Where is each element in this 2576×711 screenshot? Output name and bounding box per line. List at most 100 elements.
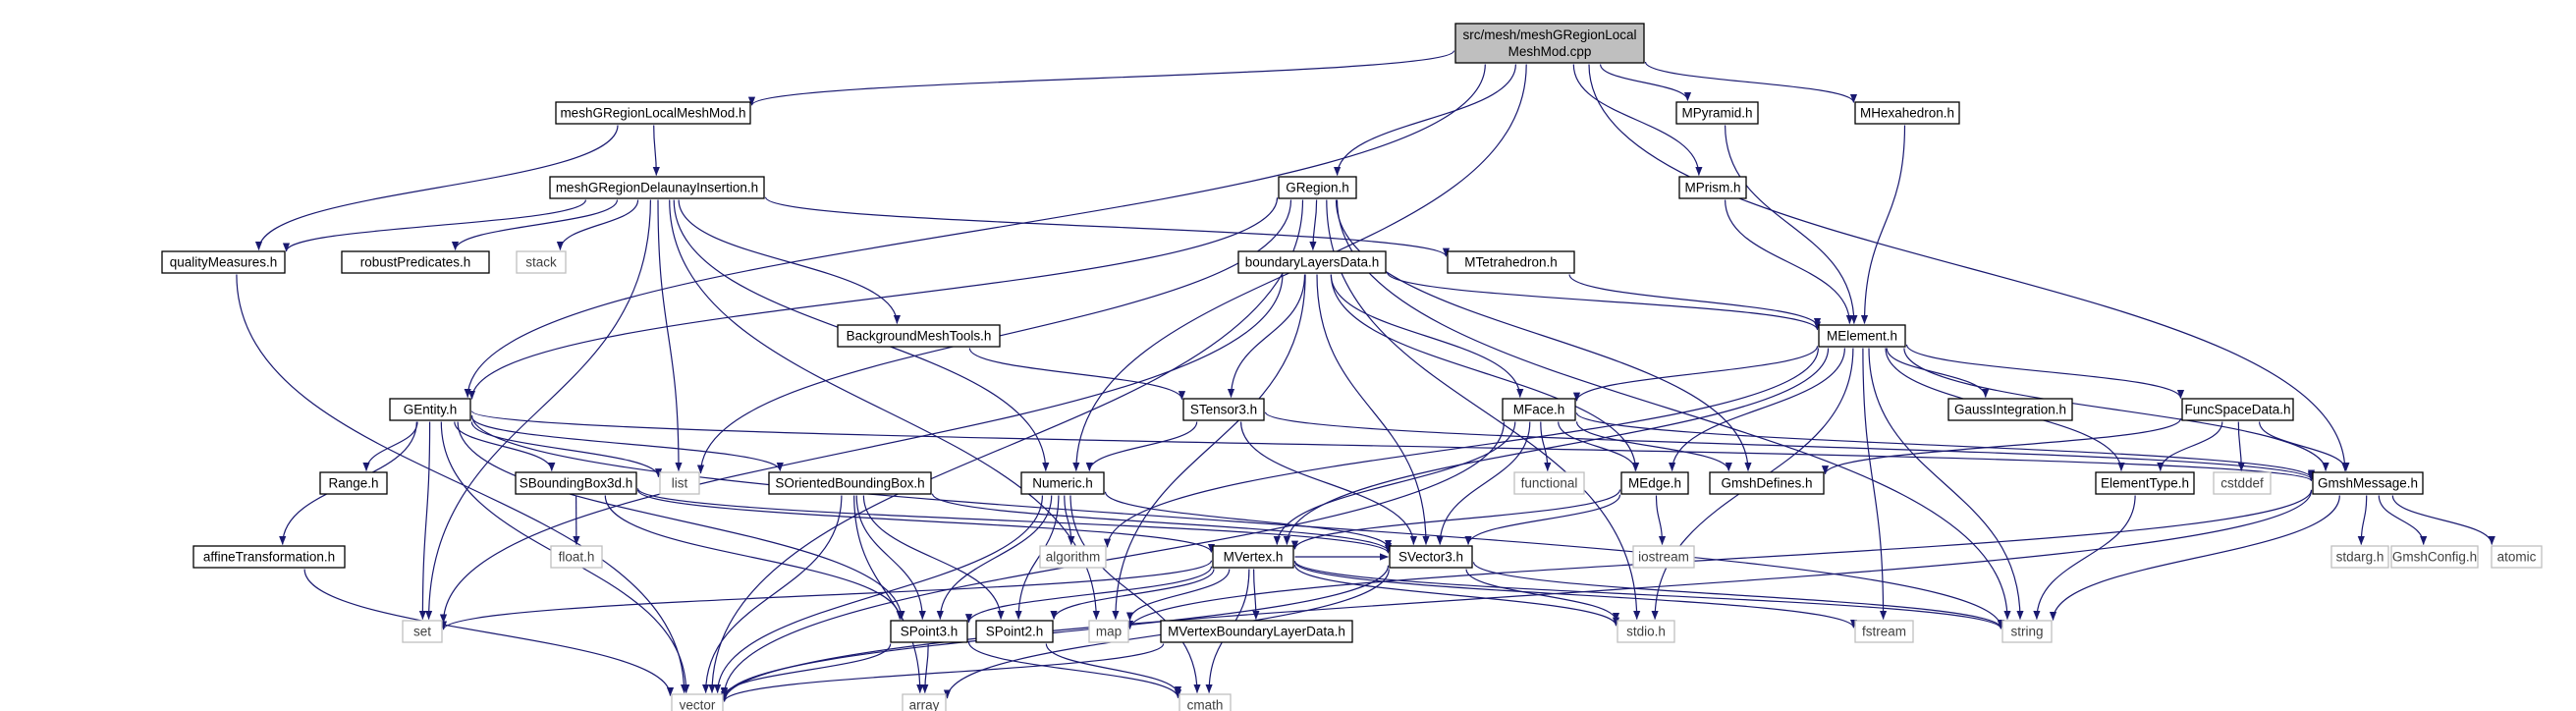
node-gmshdefines[interactable]: GmshDefines.h bbox=[1709, 471, 1825, 495]
node-gmshmessage[interactable]: GmshMessage.h bbox=[2312, 471, 2424, 495]
node-blayers[interactable]: boundaryLayersData.h bbox=[1237, 250, 1387, 274]
edge-mpyramid-to-melement bbox=[1725, 125, 1858, 324]
edge-mprism-to-melement bbox=[1725, 199, 1853, 324]
edge-gmshmessage-to-string bbox=[2049, 495, 2340, 621]
node-mprism[interactable]: MPrism.h bbox=[1678, 176, 1747, 199]
edge-delaunay-to-stack bbox=[556, 199, 639, 250]
node-array-box bbox=[902, 693, 947, 711]
node-mtet-box bbox=[1447, 250, 1575, 274]
node-stensor[interactable]: STensor3.h bbox=[1182, 398, 1265, 421]
node-iostream-label: iostream bbox=[1638, 550, 1689, 565]
node-gentity-label: GEntity.h bbox=[404, 403, 458, 417]
node-mvertex-box bbox=[1212, 545, 1294, 569]
node-sobb-box bbox=[768, 471, 932, 495]
node-sobb[interactable]: SOrientedBoundingBox.h bbox=[768, 471, 932, 495]
node-gauss[interactable]: GaussIntegration.h bbox=[1947, 398, 2073, 421]
edge-blayers-to-melement bbox=[1386, 271, 1821, 331]
node-elemtype[interactable]: ElementType.h bbox=[2095, 471, 2195, 495]
edge-blayers-to-stensor bbox=[1227, 274, 1306, 398]
node-elemtype-box bbox=[2095, 471, 2195, 495]
node-root-label: src/mesh/meshGRegionLocal bbox=[1462, 27, 1636, 42]
node-gmshdefines-box bbox=[1709, 471, 1825, 495]
node-list-label: list bbox=[672, 476, 688, 491]
node-delaunay[interactable]: meshGRegionDelaunayInsertion.h bbox=[549, 176, 765, 199]
edge-gregion-to-blayers bbox=[1309, 199, 1318, 250]
node-stdio-label: stdio.h bbox=[1626, 625, 1666, 639]
edge-melement-to-medge bbox=[1669, 348, 1845, 471]
edge-sbb-to-svector bbox=[636, 487, 1392, 554]
node-affine[interactable]: affineTransformation.h bbox=[192, 545, 346, 569]
node-vector-box bbox=[671, 693, 724, 711]
edge-mhexa-to-melement bbox=[1860, 125, 1906, 324]
node-localmeshmod[interactable]: meshGRegionLocalMeshMod.h bbox=[555, 101, 751, 125]
node-bgmesh[interactable]: BackgroundMeshTools.h bbox=[837, 324, 1001, 348]
edge-spoint3-to-vector bbox=[720, 643, 892, 697]
node-mvbl[interactable]: MVertexBoundaryLayerData.h bbox=[1160, 620, 1353, 643]
edge-mface-to-medge bbox=[1558, 421, 1639, 471]
node-mhexa[interactable]: MHexahedron.h bbox=[1854, 101, 1960, 125]
node-range-label: Range.h bbox=[328, 476, 378, 491]
edge-mvertex-to-spoint2 bbox=[1050, 569, 1215, 620]
node-delaunay-box bbox=[549, 176, 765, 199]
edge-gentity-to-set bbox=[418, 421, 431, 620]
node-mvertex[interactable]: MVertex.h bbox=[1212, 545, 1294, 569]
node-mtet[interactable]: MTetrahedron.h bbox=[1447, 250, 1575, 274]
edge-delaunay-to-bgmesh bbox=[678, 199, 901, 324]
node-mvertex-label: MVertex.h bbox=[1224, 550, 1284, 565]
edge-blayers-to-svector bbox=[1316, 274, 1430, 545]
node-funcspace[interactable]: FuncSpaceData.h bbox=[2181, 398, 2294, 421]
node-delaunay-label: meshGRegionDelaunayInsertion.h bbox=[556, 181, 758, 195]
edge-stensor-to-svector bbox=[1240, 421, 1417, 545]
node-svector[interactable]: SVector3.h bbox=[1389, 545, 1473, 569]
edge-mvertex-to-set bbox=[440, 560, 1213, 630]
edge-gregion-to-string bbox=[1336, 199, 2011, 620]
node-spoint3[interactable]: SPoint3.h bbox=[890, 620, 968, 643]
node-spoint2[interactable]: SPoint2.h bbox=[975, 620, 1054, 643]
node-cmath-box bbox=[1178, 693, 1232, 711]
edge-mface-to-mvertex bbox=[1273, 421, 1516, 545]
node-numeric[interactable]: Numeric.h bbox=[1020, 471, 1105, 495]
node-mpyramid-box bbox=[1675, 101, 1759, 125]
node-gentity[interactable]: GEntity.h bbox=[389, 398, 471, 421]
node-functional: functional bbox=[1513, 471, 1585, 495]
node-range[interactable]: Range.h bbox=[319, 471, 388, 495]
node-numeric-label: Numeric.h bbox=[1032, 476, 1093, 491]
node-gauss-label: GaussIntegration.h bbox=[1954, 403, 2066, 417]
edge-gentity-to-gmshmessage bbox=[470, 410, 2315, 482]
node-mface-box bbox=[1502, 398, 1576, 421]
edge-mface-to-gmshdefines bbox=[1575, 421, 1732, 471]
node-mface[interactable]: MFace.h bbox=[1502, 398, 1576, 421]
node-gregion[interactable]: GRegion.h bbox=[1278, 176, 1357, 199]
node-root[interactable]: src/mesh/meshGRegionLocalMeshMod.cpp bbox=[1454, 23, 1645, 64]
node-mvbl-label: MVertexBoundaryLayerData.h bbox=[1168, 625, 1345, 639]
edge-melement-to-funcspace bbox=[1905, 344, 2185, 400]
node-melement[interactable]: MElement.h bbox=[1818, 324, 1906, 348]
edge-root-to-mprism bbox=[1572, 64, 1703, 176]
edge-gentity-to-list bbox=[470, 421, 663, 478]
node-gmshdefines-label: GmshDefines.h bbox=[1721, 476, 1812, 491]
node-robust[interactable]: robustPredicates.h bbox=[341, 250, 490, 274]
edge-melement-to-mface bbox=[1572, 346, 1819, 402]
edge-gregion-to-stdio bbox=[1326, 199, 1641, 620]
node-stdarg: stdarg.h bbox=[2330, 545, 2389, 569]
node-string: string bbox=[2001, 620, 2053, 643]
node-mpyramid[interactable]: MPyramid.h bbox=[1675, 101, 1759, 125]
edge-gregion-to-vector bbox=[708, 199, 1304, 693]
node-sbb[interactable]: SBoundingBox3d.h bbox=[515, 471, 637, 495]
edge-melement-to-string bbox=[1868, 348, 2024, 620]
node-gmshconfig: GmshConfig.h bbox=[2390, 545, 2479, 569]
edge-gentity-to-string bbox=[470, 414, 2004, 629]
edge-mface-to-vector bbox=[720, 421, 1505, 696]
node-spoint3-box bbox=[890, 620, 968, 643]
edge-sobb-to-spoint2 bbox=[862, 495, 1005, 620]
edge-delaunay-to-list bbox=[657, 199, 683, 471]
edge-gentity-to-range bbox=[362, 421, 418, 471]
edge-funcspace-to-elemtype bbox=[2157, 421, 2223, 471]
edge-root-to-localmeshmod bbox=[748, 50, 1455, 106]
node-medge[interactable]: MEdge.h bbox=[1620, 471, 1689, 495]
node-stack-box bbox=[516, 250, 567, 274]
node-funcspace-label: FuncSpaceData.h bbox=[2184, 403, 2290, 417]
edge-medge-to-iostream bbox=[1655, 495, 1667, 545]
node-quality[interactable]: qualityMeasures.h bbox=[161, 250, 286, 274]
node-mpyramid-label: MPyramid.h bbox=[1681, 106, 1752, 121]
